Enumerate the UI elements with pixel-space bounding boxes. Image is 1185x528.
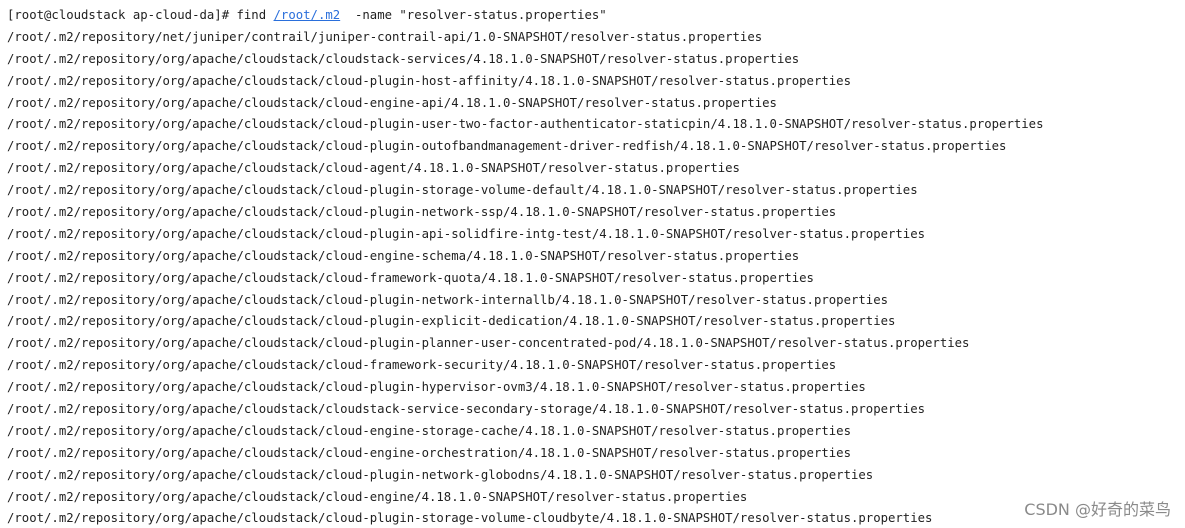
output-line: /root/.m2/repository/net/juniper/contrai…	[7, 29, 763, 44]
output-line: /root/.m2/repository/org/apache/cloudsta…	[7, 226, 926, 241]
output-line: /root/.m2/repository/org/apache/cloudsta…	[7, 336, 970, 351]
output-line: /root/.m2/repository/org/apache/cloudsta…	[7, 73, 851, 88]
output-line: /root/.m2/repository/org/apache/cloudsta…	[7, 51, 800, 66]
output-line: /root/.m2/repository/org/apache/cloudsta…	[7, 467, 874, 482]
output-line: /root/.m2/repository/org/apache/cloudsta…	[7, 358, 837, 373]
output-line: /root/.m2/repository/org/apache/cloudsta…	[7, 511, 933, 526]
command-args: -name "resolver-status.properties"	[340, 8, 607, 22]
output-line: /root/.m2/repository/org/apache/cloudsta…	[7, 248, 800, 263]
output-line: /root/.m2/repository/org/apache/cloudsta…	[7, 445, 851, 460]
output-line: /root/.m2/repository/org/apache/cloudsta…	[7, 489, 748, 504]
output-line: /root/.m2/repository/org/apache/cloudsta…	[7, 270, 814, 285]
output-line: /root/.m2/repository/org/apache/cloudsta…	[7, 161, 740, 176]
output-line: /root/.m2/repository/org/apache/cloudsta…	[7, 117, 1044, 132]
watermark: CSDN @好奇的菜鸟	[1024, 500, 1171, 519]
output-line: /root/.m2/repository/org/apache/cloudsta…	[7, 183, 918, 198]
output-line: /root/.m2/repository/org/apache/cloudsta…	[7, 423, 851, 438]
output-line: /root/.m2/repository/org/apache/cloudsta…	[7, 139, 1007, 154]
output-line: /root/.m2/repository/org/apache/cloudsta…	[7, 205, 837, 220]
command-line: [root@cloudstack ap-cloud-da]# find /roo…	[7, 5, 1185, 27]
shell-prompt: [root@cloudstack ap-cloud-da]# find	[7, 8, 274, 22]
output-line: /root/.m2/repository/org/apache/cloudsta…	[7, 380, 866, 395]
output-line: /root/.m2/repository/org/apache/cloudsta…	[7, 402, 926, 417]
path-link[interactable]: /root/.m2	[273, 8, 341, 22]
output-line: /root/.m2/repository/org/apache/cloudsta…	[7, 95, 777, 110]
output-line: /root/.m2/repository/org/apache/cloudsta…	[7, 314, 896, 329]
output-line: /root/.m2/repository/org/apache/cloudsta…	[7, 292, 888, 307]
